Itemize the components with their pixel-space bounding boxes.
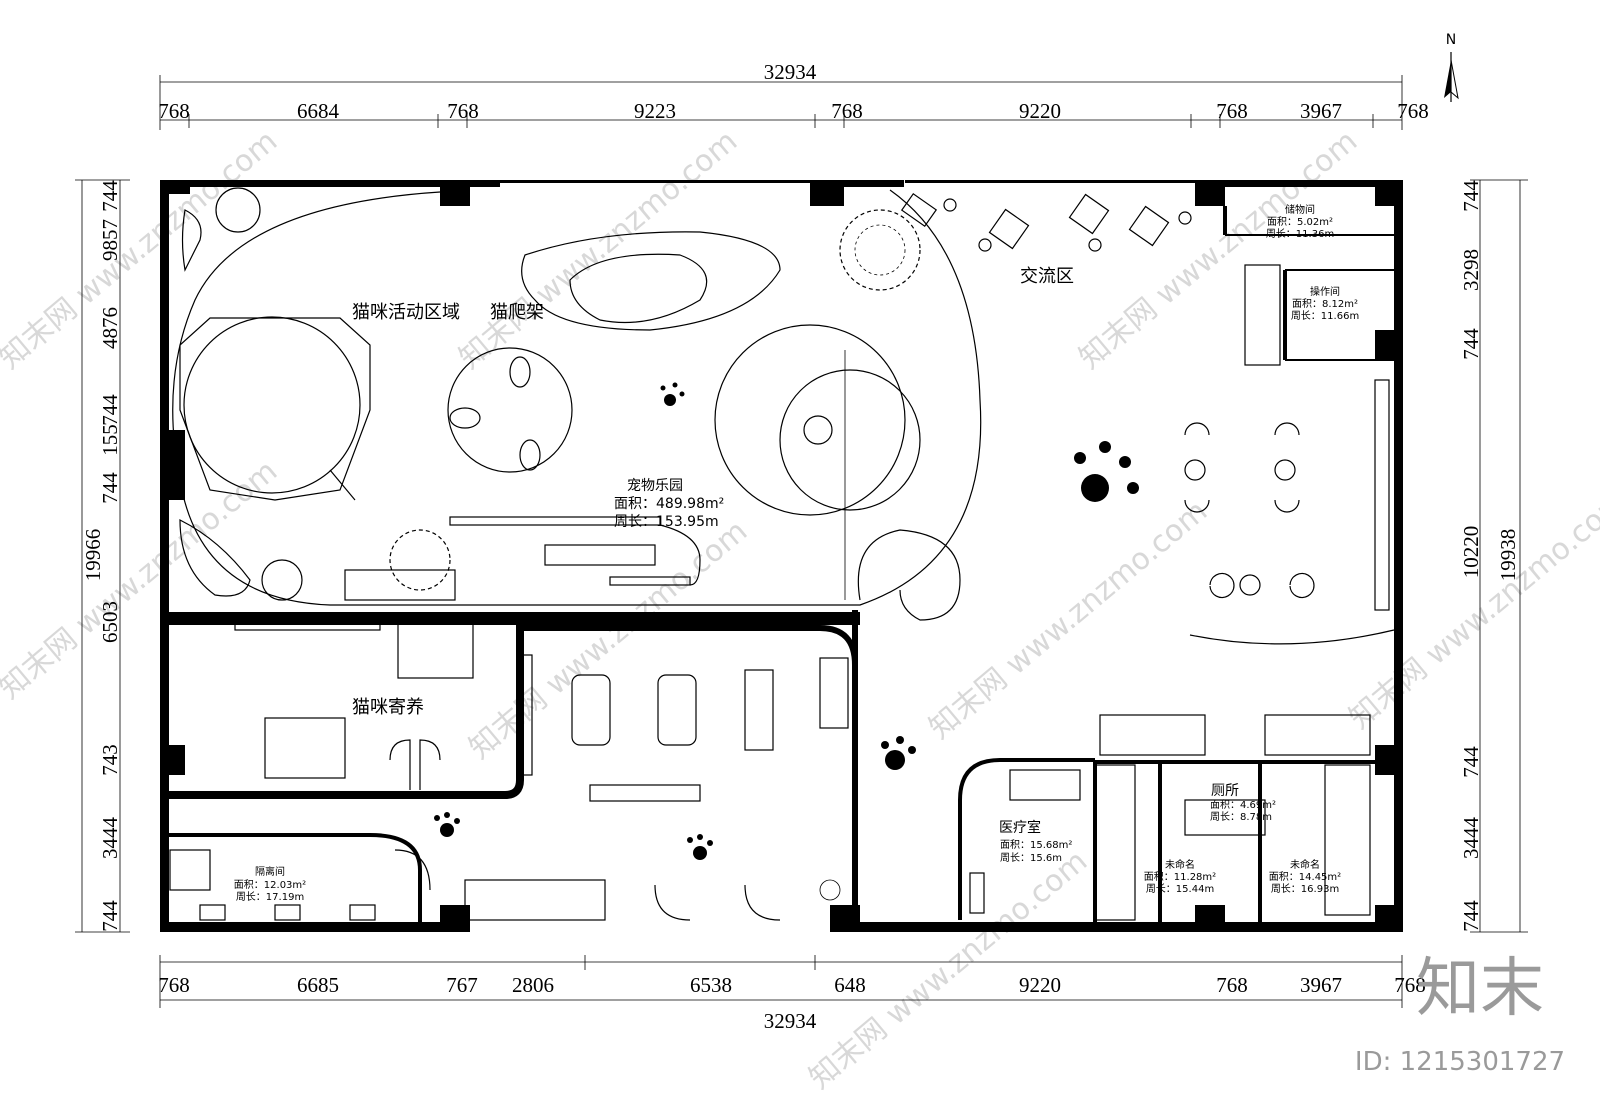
bottom-dimensions: 768 6685 767 2806 6538 648 9220 768 3967… — [158, 955, 1426, 1033]
right-total-dimension: 19938 — [1496, 529, 1520, 582]
bottom-dimension-label: 767 — [446, 973, 478, 997]
exchange-area-label: 交流区 — [1020, 266, 1074, 287]
left-dimension-label: 744 — [98, 900, 122, 932]
storage-perimeter: 周长：11.36m — [1266, 228, 1334, 240]
storage-label: 储物间 — [1285, 203, 1315, 216]
left-dimension-label: 744 — [98, 180, 122, 212]
right-dimension-label: 744 — [1459, 746, 1483, 778]
bottom-dimension-label: 9220 — [1019, 973, 1061, 997]
interior-walls — [169, 206, 1394, 922]
top-dimension-label: 768 — [158, 99, 190, 123]
top-dimension-label: 768 — [831, 99, 863, 123]
bottom-dimension-label: 6538 — [690, 973, 732, 997]
right-dimension-label: 744 — [1459, 180, 1483, 212]
pet-park-perimeter: 周长：153.95m — [614, 514, 719, 530]
activity-area-boundary — [172, 189, 982, 606]
right-dimension-label: 3298 — [1459, 249, 1483, 291]
bottom-dimension-label: 2806 — [512, 973, 554, 997]
watermark-text: 知末网 www.znzmo.com — [923, 494, 1214, 746]
watermark-text: 知末网 www.znzmo.com — [803, 844, 1094, 1095]
isolation-room-perimeter: 周长：17.19m — [236, 891, 304, 903]
left-dimension-label: 9857 — [98, 219, 122, 261]
operation-room-label: 操作间 — [1310, 285, 1340, 298]
left-dimension-label: 6503 — [98, 601, 122, 643]
top-dimensions: 32934 768 6684 768 9223 768 9220 768 396… — [158, 60, 1429, 130]
medical-room-area: 面积：15.68m² — [1000, 839, 1072, 851]
image-id-text: ID: 1215301727 — [1355, 1047, 1565, 1077]
watermark-text: 知末网 www.znzmo.com — [1073, 124, 1364, 376]
top-dimension-label: 9220 — [1019, 99, 1061, 123]
left-dimension-label: 744 — [98, 472, 122, 504]
medical-room-label: 医疗室 — [999, 819, 1041, 836]
exterior-walls — [160, 180, 1403, 932]
pet-park-label: 宠物乐园 — [627, 478, 683, 494]
unnamed-room-2-label: 未命名 — [1290, 858, 1320, 871]
toilet-area: 面积：4.69m² — [1210, 799, 1276, 811]
right-dimensions: 744 3298 744 10220 744 3444 744 19938 — [1459, 179, 1528, 933]
bottom-dimension-label: 3967 — [1300, 973, 1342, 997]
left-dimension-label: 743 — [98, 744, 122, 776]
left-total-dimension: 19966 — [81, 529, 105, 582]
cat-boarding-label: 猫咪寄养 — [352, 697, 424, 718]
top-dimension-label: 3967 — [1300, 99, 1342, 123]
storage-area: 面积：5.02m² — [1267, 216, 1333, 228]
top-total-dimension: 32934 — [764, 60, 817, 84]
furniture-exchange-area — [900, 192, 1395, 645]
cat-activity-label: 猫咪活动区域 — [352, 302, 460, 323]
left-dimension-label: 155 — [98, 424, 122, 456]
watermark-text: 知末网 www.znzmo.com — [463, 514, 754, 766]
top-dimension-label: 768 — [1216, 99, 1248, 123]
left-dimension-label: 4876 — [98, 307, 122, 349]
medical-room-perimeter: 周长：15.6m — [1000, 852, 1062, 864]
top-dimension-label: 768 — [447, 99, 479, 123]
pet-park-area: 面积：489.98m² — [614, 496, 724, 512]
isolation-room-label: 隔离间 — [255, 865, 285, 878]
bottom-dimension-label: 768 — [158, 973, 190, 997]
left-dimension-label: 3444 — [98, 817, 122, 860]
brand-watermark: 知末 ID: 1215301727 — [1355, 952, 1565, 1077]
paw-print-icons — [434, 382, 1139, 860]
toilet-label: 厕所 — [1211, 783, 1239, 799]
furniture-lower-zone — [169, 617, 1371, 921]
north-arrow-icon: N — [1444, 32, 1459, 102]
left-dimensions: 19966 744 9857 4876 744 155 744 6503 743… — [75, 179, 130, 933]
north-label: N — [1446, 32, 1456, 48]
watermark-text: 知末网 www.znzmo.com — [0, 124, 284, 376]
right-dimension-label: 744 — [1459, 328, 1483, 360]
room-labels: 猫咪活动区域 猫爬架 交流区 宠物乐园 面积：489.98m² 周长：153.9… — [234, 203, 1359, 903]
watermark-text: 知末网 www.znzmo.com — [453, 124, 744, 376]
top-dimension-label: 9223 — [634, 99, 676, 123]
isolation-room-area: 面积：12.03m² — [234, 879, 306, 891]
top-dimension-label: 6684 — [297, 99, 340, 123]
right-dimension-label: 744 — [1459, 900, 1483, 932]
unnamed-room-1-area: 面积：11.28m² — [1144, 871, 1216, 883]
bottom-dimension-label: 768 — [1216, 973, 1248, 997]
bottom-dimension-label: 768 — [1394, 973, 1426, 997]
right-dimension-label: 10220 — [1459, 526, 1483, 579]
operation-room-perimeter: 周长：11.66m — [1291, 310, 1359, 322]
plant-icons — [344, 209, 1371, 921]
unnamed-room-1-label: 未命名 — [1165, 858, 1195, 871]
left-dimension-label: 744 — [98, 394, 122, 426]
bottom-dimension-label: 648 — [834, 973, 866, 997]
toilet-perimeter: 周长：8.78m — [1210, 811, 1272, 823]
right-dimension-label: 3444 — [1459, 817, 1483, 860]
operation-room-area: 面积：8.12m² — [1292, 298, 1358, 310]
cat-climbing-label: 猫爬架 — [490, 302, 544, 323]
top-dimension-label: 768 — [1397, 99, 1429, 123]
cat-climbing-structures — [179, 187, 961, 621]
unnamed-room-2-perimeter: 周长：16.93m — [1271, 883, 1339, 895]
unnamed-room-1-perimeter: 周长：15.44m — [1146, 883, 1214, 895]
brand-logo-text: 知末 — [1416, 952, 1544, 1026]
unnamed-room-2-area: 面积：14.45m² — [1269, 871, 1341, 883]
bottom-total-dimension: 32934 — [764, 1009, 817, 1033]
watermark-text: 知末网 www.znzmo.com — [0, 454, 284, 706]
bottom-dimension-label: 6685 — [297, 973, 339, 997]
